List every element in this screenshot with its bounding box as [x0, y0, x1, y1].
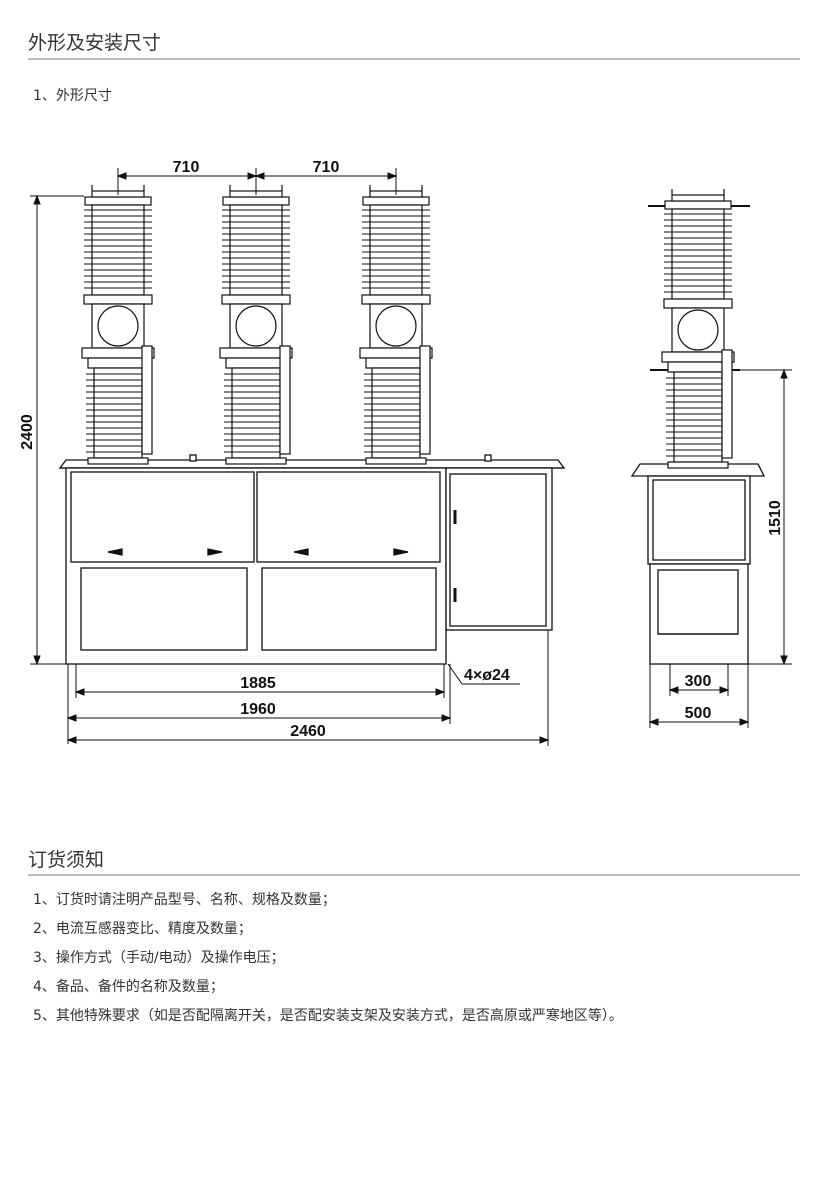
dim-side-500: 500 — [685, 705, 712, 722]
dim-width-2460: 2460 — [290, 723, 326, 740]
dim-height-total: 2400 — [19, 414, 36, 450]
section-divider — [28, 58, 800, 60]
ordering-notes-list: 1、订货时请注明产品型号、名称、规格及数量； 2、电流互感器变比、精度及数量； … — [33, 886, 623, 1031]
outline-dimension-drawing: 710 710 2400 1885 1960 2460 4×ø24 — [19, 159, 792, 746]
dim-height-side: 1510 — [767, 500, 784, 536]
front-view — [58, 454, 566, 665]
dim-width-1960: 1960 — [240, 701, 276, 718]
section-title-ordering: 订货须知 — [28, 849, 105, 871]
list-item: 1、订货时请注明产品型号、名称、规格及数量； — [33, 892, 336, 908]
dim-pitch-left: 710 — [173, 159, 200, 176]
list-item: 4、备品、备件的名称及数量； — [33, 979, 224, 995]
list-item: 5、其他特殊要求（如是否配隔离开关，是否配安装支架及安装方式，是否高原或严寒地区… — [33, 1008, 623, 1024]
dim-width-1885: 1885 — [240, 675, 276, 692]
dim-pitch-right: 710 — [313, 159, 340, 176]
subsection-title-outline: 1、外形尺寸 — [33, 88, 112, 104]
section-divider — [28, 874, 800, 876]
side-view — [630, 205, 766, 665]
list-item: 2、电流互感器变比、精度及数量； — [33, 921, 252, 937]
dim-mounting-holes: 4×ø24 — [464, 667, 510, 684]
dim-side-300: 300 — [685, 673, 712, 690]
front-dimensions — [30, 168, 550, 746]
list-item: 3、操作方式（手动/电动）及操作电压； — [33, 950, 285, 966]
section-title-dimensions: 外形及安装尺寸 — [28, 32, 162, 54]
side-dimensions — [648, 368, 792, 728]
